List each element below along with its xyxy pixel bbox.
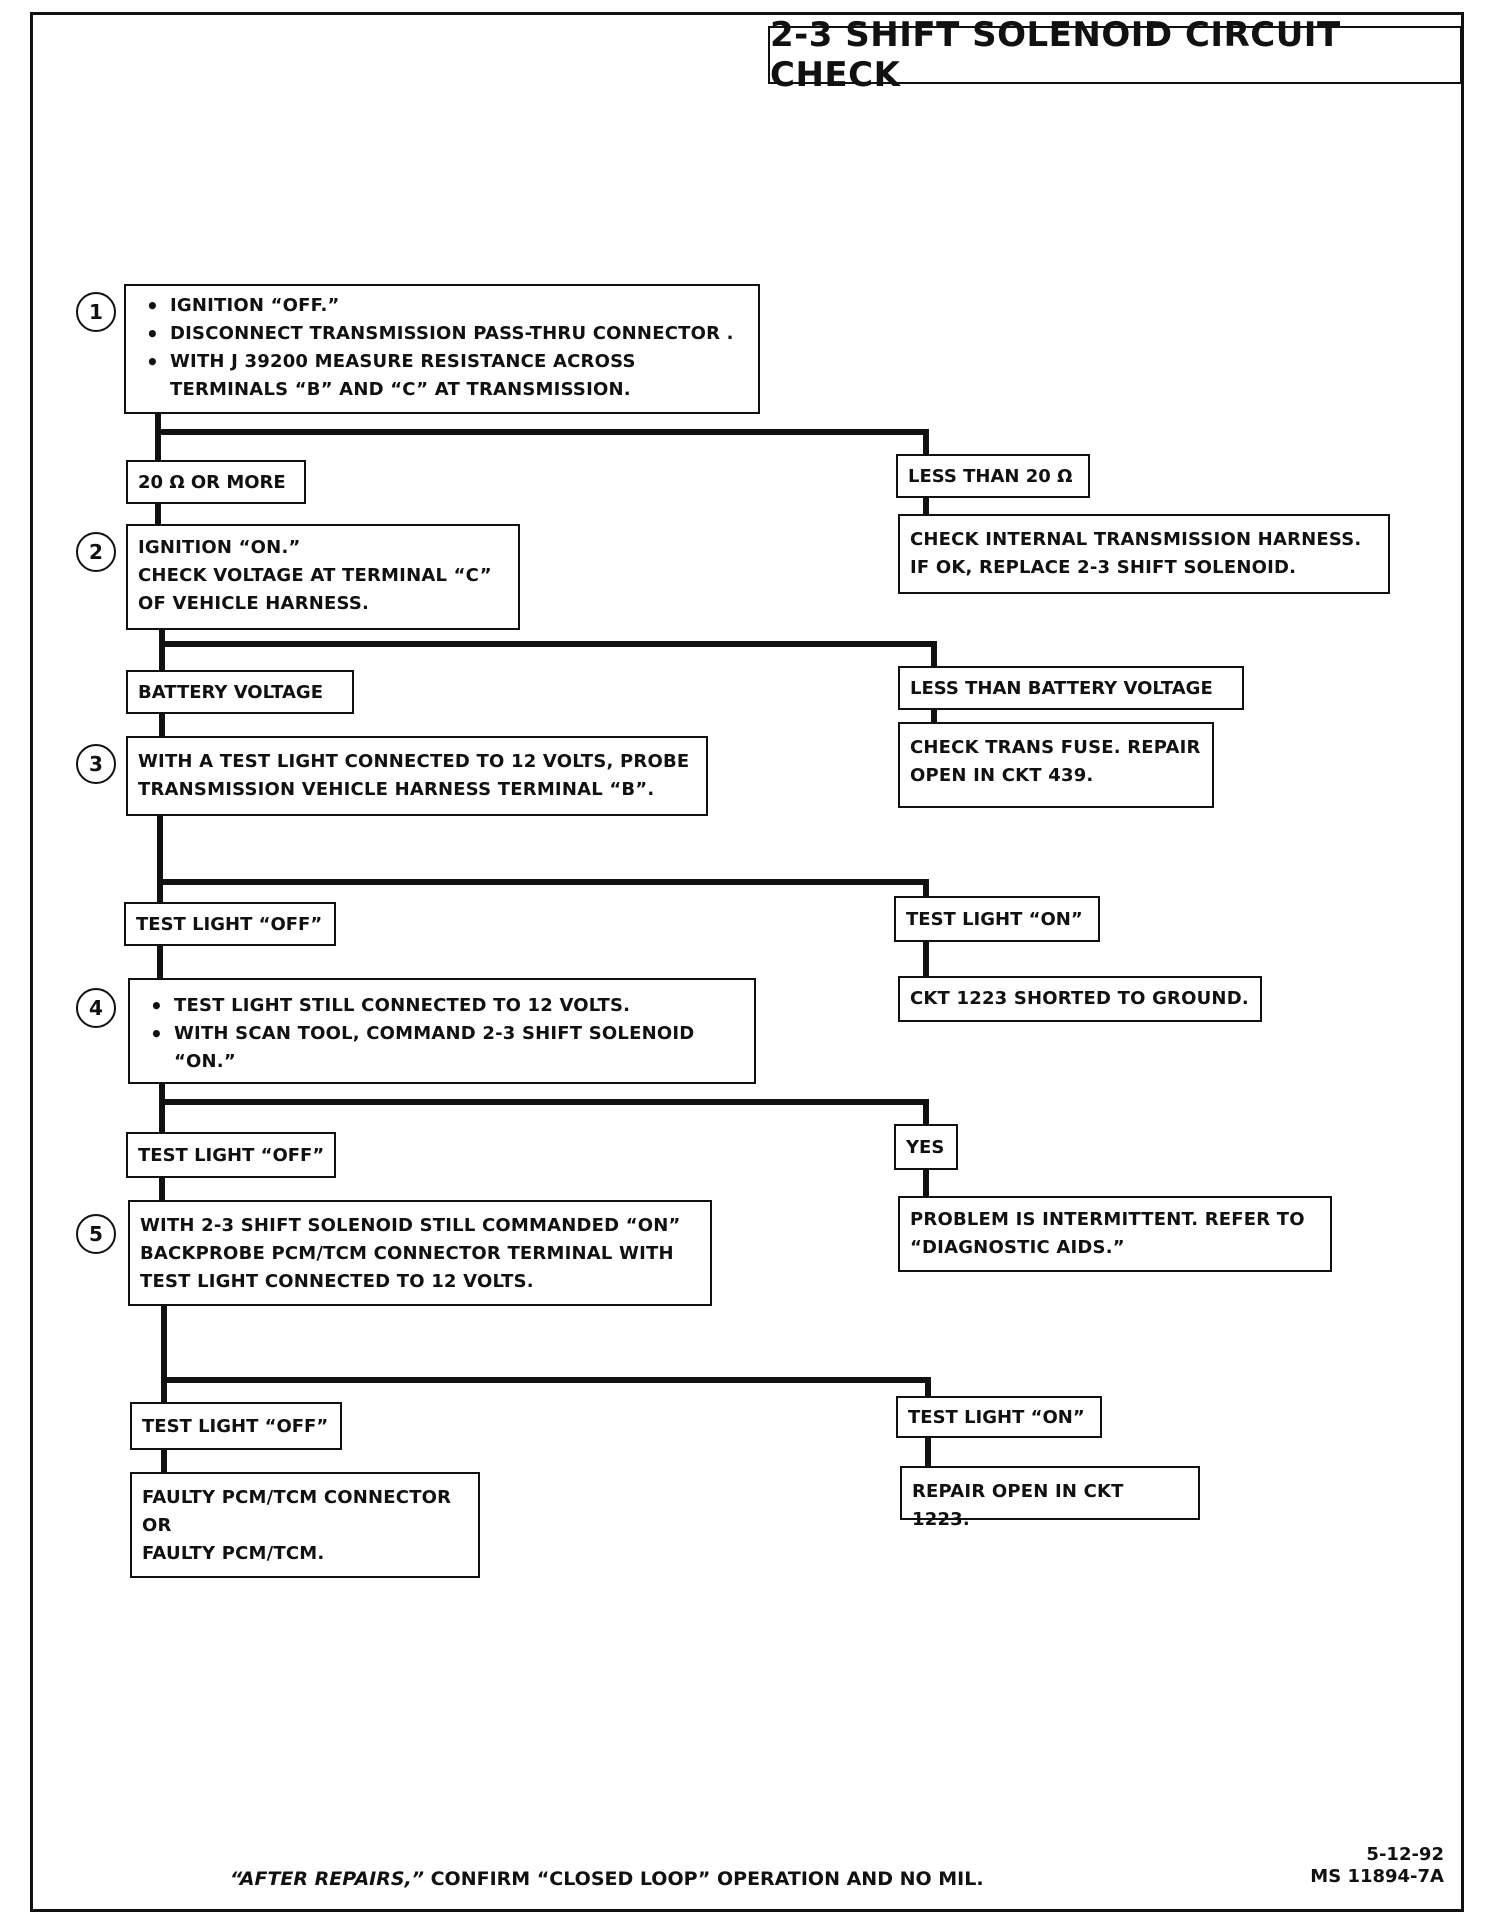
branch-label-less-than-20-ohm: LESS THAN 20 Ω [896, 454, 1090, 498]
branch-label-test-light-off-5: TEST LIGHT “OFF” [130, 1402, 342, 1450]
step-5-box: WITH 2-3 SHIFT SOLENOID STILL COMMANDED … [128, 1200, 712, 1306]
step-number-5: 5 [76, 1214, 116, 1254]
step-4-box: TEST LIGHT STILL CONNECTED TO 12 VOLTS. … [128, 978, 756, 1084]
step-1-item: WITH J 39200 MEASURE RESISTANCE ACROSS T… [136, 348, 690, 404]
branch-label-battery-voltage: BATTERY VOLTAGE [126, 670, 354, 714]
branch-label-yes: YES [894, 1124, 958, 1170]
branch-label-20-ohm-or-more: 20 Ω OR MORE [126, 460, 306, 504]
branch-label-test-light-on-3: TEST LIGHT “ON” [894, 896, 1100, 942]
result-2-box: CHECK TRANS FUSE. REPAIR OPEN IN CKT 439… [898, 722, 1214, 808]
step-3-line: WITH A TEST LIGHT CONNECTED TO 12 VOLTS,… [138, 751, 690, 772]
connector-2 [159, 625, 937, 673]
title-box: 2-3 SHIFT SOLENOID CIRCUIT CHECK [768, 15, 1462, 95]
result-6-line: FAULTY PCM/TCM. [142, 1543, 325, 1564]
page-frame [30, 12, 1464, 1912]
result-1-box: CHECK INTERNAL TRANSMISSION HARNESS. IF … [898, 514, 1390, 594]
connector-3 [157, 811, 929, 905]
step-1-item: IGNITION “OFF.” [136, 292, 748, 320]
result-1-line: IF OK, REPLACE 2-3 SHIFT SOLENOID. [910, 557, 1297, 578]
result-5-line: REPAIR OPEN IN CKT 1223. [912, 1481, 1124, 1530]
footer-note-italic: “AFTER REPAIRS,” [230, 1868, 424, 1890]
result-4-line: “DIAGNOSTIC AIDS.” [910, 1237, 1125, 1258]
branch-label-test-light-off-4: TEST LIGHT “OFF” [126, 1132, 336, 1178]
step-number-2: 2 [76, 532, 116, 572]
step-4-list: TEST LIGHT STILL CONNECTED TO 12 VOLTS. … [140, 992, 744, 1076]
step-number-3: 3 [76, 744, 116, 784]
footer-id: 5-12-92 MS 11894-7A [1310, 1844, 1444, 1888]
step-1-list: IGNITION “OFF.” DISCONNECT TRANSMISSION … [136, 292, 748, 404]
footer-note: “AFTER REPAIRS,” CONFIRM “CLOSED LOOP” O… [230, 1868, 984, 1890]
step-1-box: IGNITION “OFF.” DISCONNECT TRANSMISSION … [124, 284, 760, 414]
result-4-box: PROBLEM IS INTERMITTENT. REFER TO “DIAGN… [898, 1196, 1332, 1272]
step-number-4: 4 [76, 988, 116, 1028]
footer-note-rest: CONFIRM “CLOSED LOOP” OPERATION AND NO M… [424, 1868, 984, 1890]
step-1-item: DISCONNECT TRANSMISSION PASS-THRU CONNEC… [136, 320, 748, 348]
result-4-line: PROBLEM IS INTERMITTENT. REFER TO [910, 1209, 1305, 1230]
footer-doc-id: MS 11894-7A [1310, 1866, 1444, 1887]
step-3-line: TRANSMISSION VEHICLE HARNESS TERMINAL “B… [138, 779, 655, 800]
step-2-line: CHECK VOLTAGE AT TERMINAL “C” [138, 565, 492, 586]
result-3-box: CKT 1223 SHORTED TO GROUND. [898, 976, 1262, 1022]
result-6-box: FAULTY PCM/TCM CONNECTOR OR FAULTY PCM/T… [130, 1472, 480, 1578]
result-6-line: FAULTY PCM/TCM CONNECTOR [142, 1487, 452, 1508]
result-2-line: CHECK TRANS FUSE. REPAIR [910, 737, 1201, 758]
step-3-box: WITH A TEST LIGHT CONNECTED TO 12 VOLTS,… [126, 736, 708, 816]
page-title: 2-3 SHIFT SOLENOID CIRCUIT CHECK [770, 15, 1341, 95]
result-2-line: OPEN IN CKT 439. [910, 765, 1094, 786]
branch-label-test-light-off-3: TEST LIGHT “OFF” [124, 902, 336, 946]
branch-label-less-than-battery-voltage: LESS THAN BATTERY VOLTAGE [898, 666, 1244, 710]
step-4-item: TEST LIGHT STILL CONNECTED TO 12 VOLTS. [140, 992, 744, 1020]
connector-4 [159, 1081, 929, 1135]
step-5-line: BACKPROBE PCM/TCM CONNECTOR TERMINAL WIT… [140, 1243, 674, 1264]
connector-5 [161, 1303, 931, 1405]
branch-label-test-light-on-5: TEST LIGHT “ON” [896, 1396, 1102, 1438]
step-5-line: TEST LIGHT CONNECTED TO 12 VOLTS. [140, 1271, 534, 1292]
step-4-item: WITH SCAN TOOL, COMMAND 2-3 SHIFT SOLENO… [140, 1020, 714, 1076]
step-2-line: IGNITION “ON.” [138, 537, 301, 558]
step-number-1: 1 [76, 292, 116, 332]
result-1-line: CHECK INTERNAL TRANSMISSION HARNESS. [910, 529, 1362, 550]
step-5-line: WITH 2-3 SHIFT SOLENOID STILL COMMANDED … [140, 1215, 681, 1236]
result-5-box: REPAIR OPEN IN CKT 1223. [900, 1466, 1200, 1530]
step-2-box: IGNITION “ON.” CHECK VOLTAGE AT TERMINAL… [126, 524, 520, 630]
footer-date: 5-12-92 [1366, 1844, 1444, 1865]
step-2-line: OF VEHICLE HARNESS. [138, 593, 370, 614]
result-6-line: OR [142, 1515, 172, 1536]
result-3-line: CKT 1223 SHORTED TO GROUND. [910, 988, 1249, 1009]
